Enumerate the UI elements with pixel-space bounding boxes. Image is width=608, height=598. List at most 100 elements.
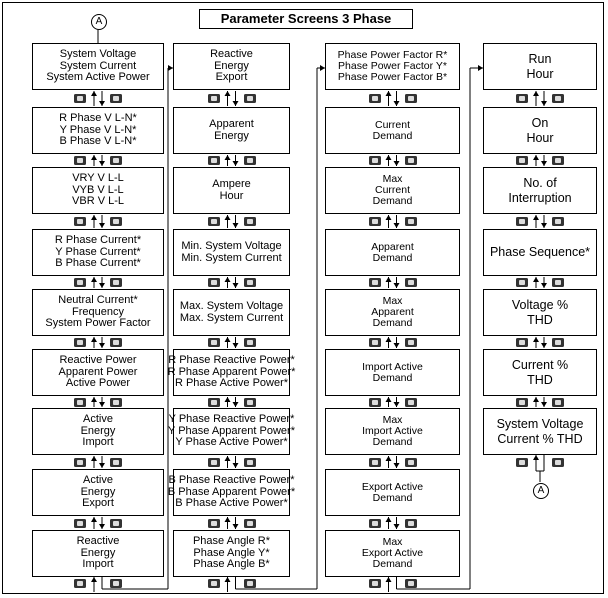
up-arrow-icon: [385, 397, 392, 402]
screen-label-line: Ampere: [212, 178, 251, 190]
up-arrow-icon: [224, 337, 231, 342]
screen-label-line: VYB V L-L: [72, 183, 124, 196]
down-arrow-icon: [393, 223, 400, 228]
screen-label-line: Y Phase Reactive Power*: [168, 413, 295, 426]
up-arrow-icon: [224, 91, 231, 96]
key-down-icon: [552, 156, 564, 165]
screen-label-line: Apparent: [371, 240, 414, 253]
down-arrow-icon: [99, 223, 105, 228]
down-arrow-icon: [99, 402, 105, 407]
up-arrow-icon: [385, 155, 392, 160]
down-arrow-icon: [232, 101, 239, 106]
screen-label-line: Import: [82, 436, 114, 449]
screen-label-line: Min. System Voltage: [181, 240, 282, 252]
key-up-icon: [207, 579, 220, 588]
down-arrow-icon: [232, 223, 239, 228]
key-down-icon: [243, 397, 256, 407]
screen-label-line: Phase Angle B*: [193, 558, 270, 571]
down-arrow-icon: [99, 161, 105, 166]
key-down-icon: [243, 579, 256, 588]
down-arrow-icon: [541, 161, 547, 166]
screen-label-line: Max: [382, 295, 403, 307]
down-arrow-icon: [541, 343, 547, 348]
key-up-icon: [207, 518, 220, 528]
key-down-icon: [110, 278, 122, 287]
key-up-icon: [516, 458, 528, 467]
key-up-icon: [368, 94, 381, 103]
up-arrow-icon: [224, 215, 231, 220]
screen-label-line: Reactive: [210, 48, 253, 61]
key-down-icon: [404, 457, 417, 467]
up-arrow-icon: [91, 91, 97, 96]
key-down-icon: [110, 579, 122, 588]
key-down-icon: [552, 397, 564, 407]
screen-label-line: System Power Factor: [45, 317, 151, 330]
screen-label-line: Phase Angle R*: [192, 535, 271, 548]
screen-label-line: Phase Angle Y*: [193, 546, 270, 559]
up-arrow-icon: [91, 456, 97, 461]
screen-label-line: Import Active: [362, 425, 423, 437]
key-down-icon: [404, 518, 417, 528]
parameter-screen: Y Phase Reactive Power*Y Phase Apparent …: [168, 408, 295, 455]
up-arrow-icon: [224, 397, 231, 402]
key-up-icon: [368, 457, 381, 467]
screen-label-line: B Phase Current*: [55, 257, 141, 270]
screen-label-line: No. of: [523, 175, 557, 190]
key-down-icon: [110, 397, 122, 407]
screen-label-line: Phase Power Factor B*: [337, 71, 448, 83]
parameter-screen: R Phase V L-N*Y Phase V L-N*B Phase V L-…: [32, 107, 164, 154]
key-up-icon: [207, 338, 220, 347]
key-down-icon: [110, 518, 122, 528]
screen-label-line: Energy: [80, 424, 116, 437]
screen-label-line: VBR V L-L: [72, 195, 124, 208]
screen-label-line: Max. System Current: [179, 311, 284, 324]
screen-label-line: Apparent: [209, 118, 254, 130]
key-up-icon: [516, 217, 528, 226]
key-up-icon: [207, 457, 220, 467]
key-up-icon: [207, 278, 220, 287]
key-down-icon: [243, 217, 256, 226]
key-down-icon: [404, 338, 417, 347]
up-arrow-icon: [224, 456, 231, 461]
screen-label-line: Hour: [219, 189, 244, 202]
screen-label-line: Y Phase Apparent Power*: [168, 424, 295, 437]
key-down-icon: [243, 278, 256, 287]
key-down-icon: [404, 156, 417, 165]
key-down-icon: [110, 338, 122, 347]
up-arrow-icon: [533, 455, 539, 460]
key-down-icon: [552, 458, 564, 467]
screen-label-line: Y Phase V L-N*: [59, 123, 137, 136]
key-up-icon: [368, 278, 381, 287]
screen-label-line: Demand: [372, 371, 413, 384]
right-arrow-icon: [478, 65, 483, 71]
screen-label-line: Phase Sequence*: [489, 245, 591, 259]
key-down-icon: [243, 518, 256, 528]
up-arrow-icon: [91, 215, 97, 220]
screen-label-line: Neutral Current*: [58, 294, 138, 307]
key-up-icon: [368, 579, 381, 588]
screen-label-line: B Phase Active Power*: [175, 497, 288, 510]
screen-label-line: Export Active: [361, 547, 424, 559]
diagram-title: Parameter Screens 3 Phase: [199, 9, 413, 29]
key-down-icon: [552, 94, 564, 103]
key-up-icon: [368, 338, 381, 347]
screen-label-line: R Phase Apparent Power*: [167, 365, 296, 378]
screen-label-line: Hour: [526, 66, 554, 81]
key-up-icon: [207, 397, 220, 407]
screen-label-line: Energy: [214, 129, 249, 142]
up-arrow-icon: [533, 155, 539, 160]
screen-label-line: B Phase Apparent Power*: [167, 485, 296, 498]
key-up-icon: [368, 156, 381, 165]
up-arrow-icon: [385, 337, 392, 342]
key-up-icon: [74, 518, 86, 528]
screen-label-line: Phase Power Factor Y*: [338, 60, 447, 72]
